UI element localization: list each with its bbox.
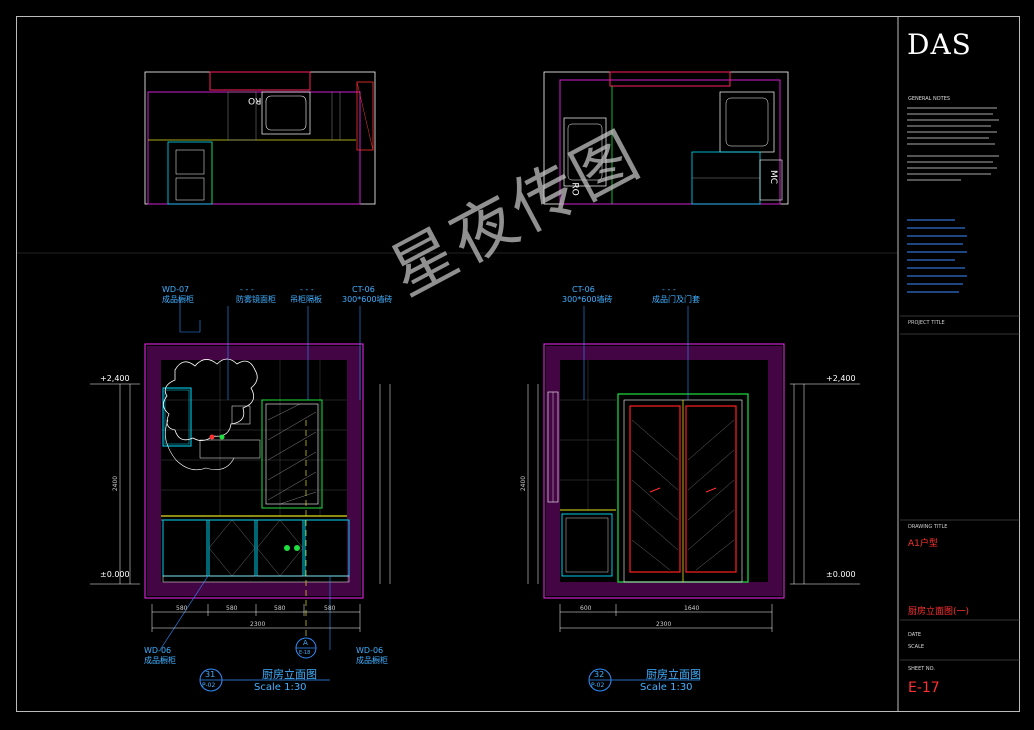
drawing-title-label: DRAWING TITLE bbox=[908, 524, 948, 530]
left-dim-2: 580 bbox=[226, 605, 238, 612]
right-ref-number: 32 bbox=[594, 670, 605, 679]
left-tag-3-code: - - - bbox=[300, 285, 314, 294]
plan-right-label-b: MC bbox=[768, 169, 779, 185]
left-ref-number: 31 bbox=[205, 670, 216, 679]
scale-label: SCALE bbox=[908, 644, 925, 650]
drawing-name: 厨房立面图(一) bbox=[908, 607, 970, 617]
date-label: DATE bbox=[908, 632, 922, 638]
right-tag-1-code: CT-06 bbox=[572, 285, 595, 294]
project-title-label: PROJECT TITLE bbox=[908, 320, 945, 326]
left-dim-3: 580 bbox=[274, 605, 286, 612]
notes-text-lines bbox=[907, 107, 999, 293]
left-bottom-tag-1-code: WD-06 bbox=[144, 646, 172, 655]
right-elevation-scale: Scale 1:30 bbox=[640, 682, 693, 693]
left-tag-3-name: 吊柜隔板 bbox=[290, 295, 322, 304]
right-level-top: +2,400 bbox=[826, 374, 856, 383]
left-bottom-tag-2-name: 成品橱柜 bbox=[356, 656, 388, 665]
left-tag-1-code: WD-07 bbox=[162, 285, 190, 294]
plan-type: A1户型 bbox=[908, 539, 938, 549]
section-callout-letter: A bbox=[303, 639, 308, 647]
right-tag-1-name: 300*600墙砖 bbox=[562, 295, 613, 304]
left-height-dim: 2400 bbox=[112, 475, 120, 492]
left-ref-sheet: P-02 bbox=[202, 682, 216, 689]
left-bottom-tag-1-name: 成品橱柜 bbox=[144, 656, 176, 665]
right-tag-2-name: 成品门及门套 bbox=[652, 295, 700, 304]
left-tag-2-code: - - - bbox=[240, 285, 254, 294]
plan-right bbox=[543, 71, 789, 205]
section-callout-sheet: E-18 bbox=[299, 650, 311, 656]
right-dim-2: 1640 bbox=[684, 605, 700, 612]
right-ref-sheet: P-02 bbox=[591, 682, 605, 689]
general-notes-label: GENERAL NOTES bbox=[908, 96, 951, 102]
right-dim-total: 2300 bbox=[656, 621, 672, 628]
plan-left-label: RO bbox=[248, 95, 262, 105]
sheet-number: E-17 bbox=[908, 680, 940, 696]
left-dim-1: 580 bbox=[176, 605, 188, 612]
right-level-bottom: ±0.000 bbox=[826, 570, 856, 579]
drawing-frame bbox=[16, 16, 1020, 712]
left-tag-2-name: 防雾镜面柜 bbox=[236, 295, 276, 304]
sheet-no-label: SHEET NO. bbox=[908, 666, 935, 672]
left-level-bottom: ±0.000 bbox=[100, 570, 130, 579]
right-tag-2-code: - - - bbox=[662, 285, 676, 294]
right-elevation-title: 厨房立面图 bbox=[646, 668, 701, 681]
right-elevation bbox=[527, 306, 860, 692]
left-elevation-title: 厨房立面图 bbox=[262, 668, 317, 681]
left-tag-4-name: 300*600墙砖 bbox=[342, 295, 393, 304]
left-dim-total: 2300 bbox=[250, 621, 266, 628]
left-bottom-tag-2-code: WD-06 bbox=[356, 646, 384, 655]
left-level-top: +2,400 bbox=[100, 374, 130, 383]
left-elevation bbox=[90, 300, 391, 692]
plan-left bbox=[144, 71, 376, 205]
right-height-dim: 2400 bbox=[520, 475, 528, 492]
company-logo: DAS bbox=[907, 28, 972, 61]
left-dim-4: 580 bbox=[324, 605, 336, 612]
left-tag-1-name: 成品橱柜 bbox=[162, 295, 194, 304]
left-elevation-scale: Scale 1:30 bbox=[254, 682, 307, 693]
right-dim-1: 600 bbox=[580, 605, 592, 612]
left-tag-4-code: CT-06 bbox=[352, 285, 375, 294]
